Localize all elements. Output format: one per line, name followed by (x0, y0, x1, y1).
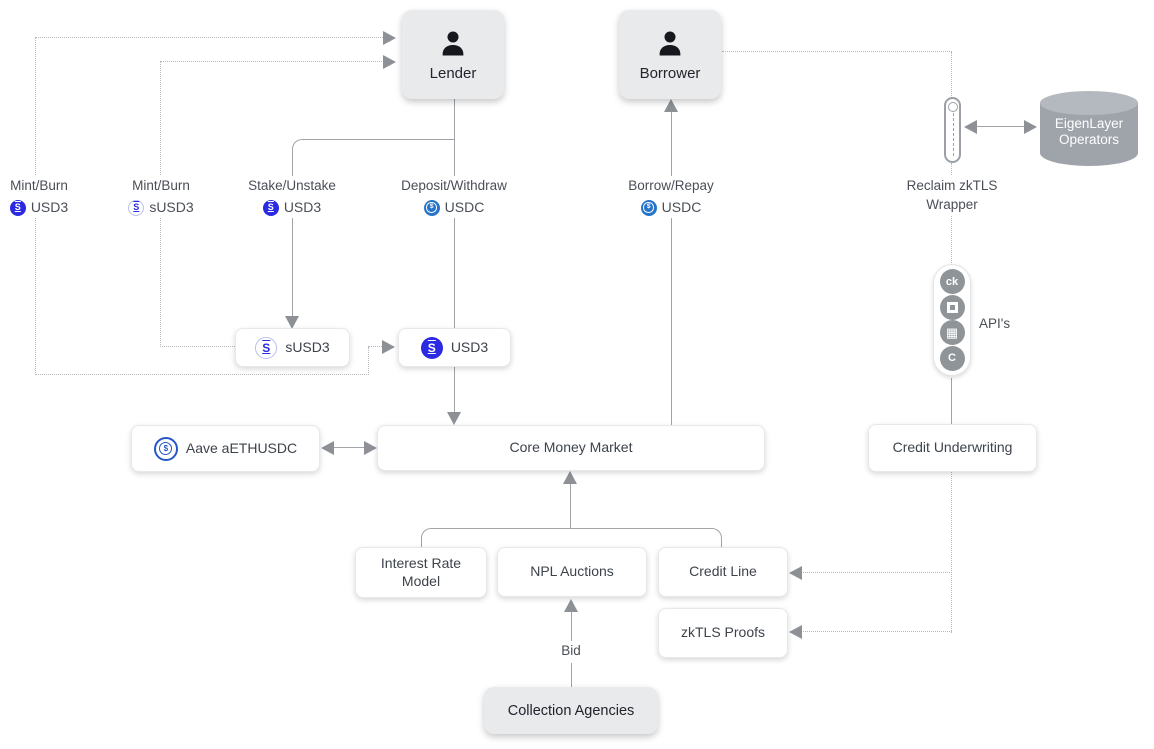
api-provider-stack: ck ▦ C (933, 264, 971, 376)
node-eigenlayer-operators: EigenLayer Operators (1040, 91, 1138, 166)
edge-usd3-to-lender-top (35, 37, 383, 38)
label-mint-burn-susd3: Mint/Burn S sUSD3 (118, 176, 204, 219)
arrowhead-into-susd3 (285, 316, 299, 329)
node-aave-aethusdc: $ Aave aETHUSDC (131, 425, 320, 472)
coinbase-icon: C (939, 345, 965, 371)
apis-label: API's (979, 314, 1019, 335)
node-credit-underwriting: Credit Underwriting (868, 424, 1037, 472)
node-credit-line-label: Credit Line (689, 563, 757, 580)
node-susd3: S sUSD3 (235, 328, 350, 367)
node-lender: Lender (402, 10, 504, 99)
usdc-coin-icon: $ (423, 199, 440, 216)
cylinder-top (1040, 91, 1138, 115)
edge-aave-core-line (334, 447, 364, 448)
edge-mint-burn-usd3-horizontal (35, 374, 369, 375)
edge-borrower-to-wrapper-vertical (951, 52, 952, 98)
edge-apis-to-credit-underwriting-line (951, 378, 952, 424)
arrowhead-into-borrower (664, 99, 678, 112)
node-core-money-market-label: Core Money Market (509, 439, 633, 456)
node-usd3-label: USD3 (450, 338, 489, 355)
usd3-coin-icon: S (9, 199, 26, 216)
node-interest-rate-model: Interest Rate Model (355, 547, 487, 598)
person-icon (659, 31, 681, 55)
node-usd3: S USD3 (398, 328, 511, 367)
person-icon (442, 31, 464, 55)
arrowhead-into-lender-1 (383, 31, 396, 45)
edge-wrapper-eigenlayer-line (977, 126, 1024, 127)
label-deposit-withdraw-usdc: Deposit/Withdraw $ USDC (394, 176, 514, 219)
edge-mint-burn-usd3-riser (368, 347, 369, 375)
arrowhead-into-zktls-proofs (789, 625, 802, 639)
node-zktls-proofs-label: zkTLS Proofs (680, 624, 766, 641)
arrowhead-into-aave (321, 441, 334, 455)
node-npl-auctions: NPL Auctions (497, 547, 647, 597)
arrowhead-into-credit-line (789, 566, 802, 580)
arrowhead-into-core-bottom (563, 471, 577, 484)
edge-borrower-to-wrapper-horizontal (722, 51, 952, 52)
usd3-coin-icon: S (262, 199, 279, 216)
susd3-coin-icon: S (128, 199, 145, 216)
edge-bracket-to-core-line (570, 483, 571, 529)
edge-to-credit-line (803, 572, 952, 573)
node-borrower: Borrower (619, 10, 721, 99)
node-eigenlayer-label: EigenLayer Operators (1054, 116, 1124, 148)
reclaim-wrapper-icon (944, 97, 961, 163)
node-lender-label: Lender (429, 64, 477, 82)
aave-usdc-icon: $ (153, 436, 178, 461)
node-core-money-market: Core Money Market (377, 425, 765, 471)
arrowhead-into-core-top (447, 412, 461, 425)
label-reclaim-zktls-wrapper: Reclaim zkTLS Wrapper (897, 176, 1007, 216)
edge-into-usd3-stub (368, 346, 384, 347)
node-susd3-label: sUSD3 (285, 338, 330, 355)
arrowhead-into-wrapper (964, 120, 977, 134)
chase-bank-icon (939, 294, 965, 320)
credit-karma-icon: ck (939, 269, 965, 295)
arrowhead-into-eigenlayer (1024, 120, 1037, 134)
arrowhead-into-usd3 (382, 340, 395, 354)
node-collection-agencies: Collection Agencies (484, 687, 658, 734)
usd3-coin-icon: S (420, 336, 443, 359)
edge-credit-underwriting-down (951, 472, 952, 633)
label-bid: Bid (551, 641, 591, 662)
label-borrow-repay-usdc: Borrow/Repay $ USDC (611, 176, 731, 219)
label-stake-unstake-usd3: Stake/Unstake S USD3 (237, 176, 347, 219)
edge-core-to-borrower-line (671, 111, 672, 425)
arrowhead-into-core-left (364, 441, 377, 455)
usdc-coin-icon: $ (640, 199, 657, 216)
edge-susd3-to-lender-top (160, 61, 384, 62)
edge-lender-to-susd3-line (292, 139, 455, 317)
arrowhead-into-npl-auctions (564, 599, 578, 612)
edge-usd3-to-core-line (454, 367, 455, 412)
edge-to-zktls-proofs (803, 631, 952, 632)
edge-bid-line-lower (571, 663, 572, 688)
node-aave-label: Aave aETHUSDC (185, 439, 298, 456)
square-ring-glyph (946, 301, 958, 313)
edge-bottom-modules-bracket (421, 528, 722, 547)
node-npl-auctions-label: NPL Auctions (530, 563, 614, 580)
node-credit-underwriting-label: Credit Underwriting (892, 439, 1013, 456)
arrowhead-into-lender-2 (383, 55, 396, 69)
node-zktls-proofs: zkTLS Proofs (658, 608, 788, 658)
label-mint-burn-usd3: Mint/Burn S USD3 (0, 176, 82, 219)
edge-susd3-stub (160, 346, 235, 347)
node-interest-rate-model-label: Interest Rate Model (380, 555, 462, 589)
node-borrower-label: Borrower (639, 64, 701, 82)
statement-grid-icon: ▦ (939, 320, 965, 346)
node-credit-line: Credit Line (658, 547, 788, 597)
node-collection-agencies-label: Collection Agencies (507, 702, 635, 719)
edge-bid-line-upper (571, 611, 572, 642)
susd3-coin-icon: S (255, 336, 278, 359)
